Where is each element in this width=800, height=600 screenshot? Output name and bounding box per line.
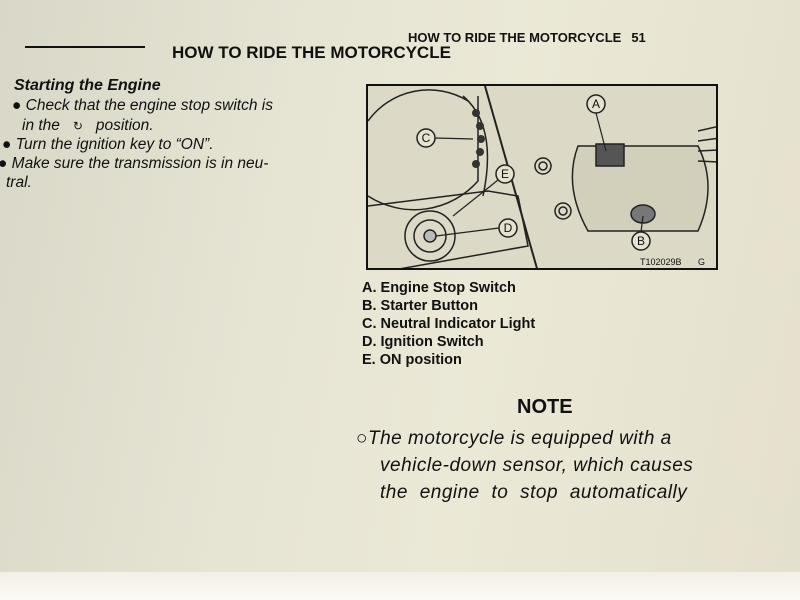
run-position-icon: ↻: [72, 119, 83, 133]
page-edge: [0, 572, 800, 600]
caption-b: B. Starter Button: [362, 298, 478, 314]
figure-illustration: A B C D E T102029B G: [368, 86, 716, 268]
running-header-title: HOW TO RIDE THE MOTORCYCLE: [408, 30, 622, 45]
figure-code-suffix: G: [698, 257, 705, 267]
bullet-1: ● Check that the engine stop switch is: [12, 97, 273, 114]
callout-label-a: A: [592, 97, 600, 111]
bullet-text: in the: [22, 117, 60, 134]
caption-c: C. Neutral Indicator Light: [362, 316, 536, 332]
caption-d: D. Ignition Switch: [362, 334, 484, 350]
note-line-2: vehicle-down sensor, which causes: [380, 455, 694, 476]
bullet-3-cont: tral.: [6, 174, 32, 191]
bullet-text: Make sure the transmission is in neu-: [11, 155, 269, 172]
page-title: HOW TO RIDE THE MOTORCYCLE: [172, 43, 451, 62]
handlebar-switch-figure: A B C D E T102029B G: [366, 84, 718, 270]
note-line-1: ○The motorcycle is equipped with a: [356, 428, 672, 450]
section-heading: Starting the Engine: [14, 77, 161, 94]
note-bullet-icon: ○: [356, 428, 368, 449]
callout-label-d: D: [504, 221, 513, 235]
bullet-2: ● Turn the ignition key to “ON”.: [2, 136, 214, 153]
caption-e: E. ON position: [362, 352, 462, 368]
figure-code: T102029B: [640, 257, 682, 267]
bullet-text: Turn the ignition key to “ON”.: [15, 136, 214, 153]
callout-label-c: C: [422, 131, 431, 145]
header-rule: [25, 46, 145, 48]
running-header: HOW TO RIDE THE MOTORCYCLE 51: [408, 30, 646, 45]
callout-label-b: B: [637, 234, 645, 248]
caption-a: A. Engine Stop Switch: [362, 280, 516, 296]
callout-e: [495, 164, 515, 184]
callout-label-e: E: [501, 167, 509, 181]
bullet-1-cont: in the ↻ position.: [22, 116, 154, 136]
bullet-3: ● Make sure the transmission is in neu-: [0, 154, 268, 173]
note-text: The motorcycle is equipped with a: [367, 428, 672, 449]
bullet-text: Check that the engine stop switch is: [25, 97, 273, 114]
page-number: 51: [631, 30, 646, 45]
bullet-text: position.: [95, 117, 154, 134]
note-heading: NOTE: [517, 396, 573, 418]
note-line-3: the engine to stop automatically: [380, 482, 688, 503]
